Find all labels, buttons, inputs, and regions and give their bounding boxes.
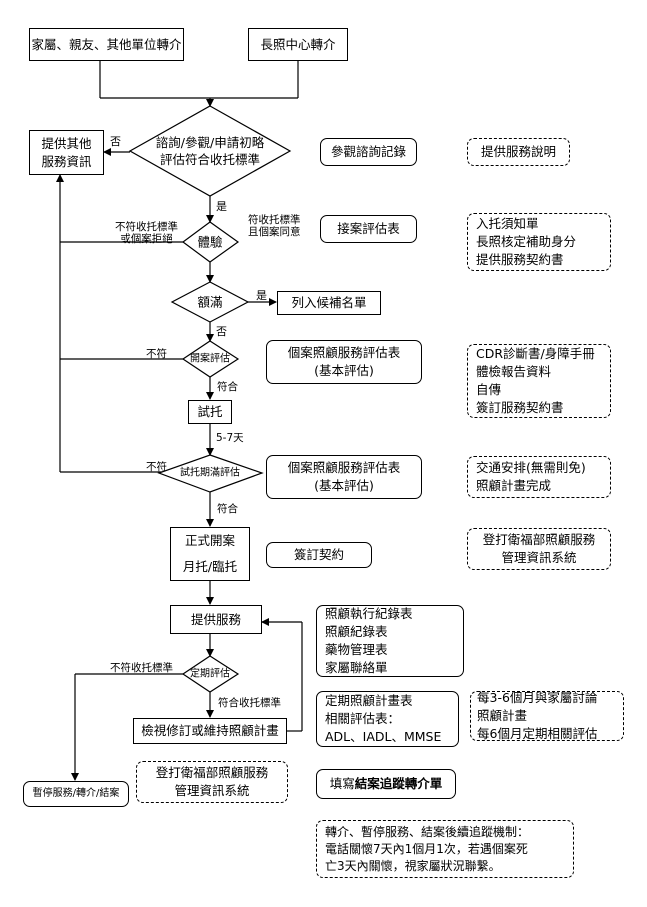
start-center-referral: 長照中心轉介 [248, 28, 348, 61]
periodic-notes: 每3-6個月與家屬討論 照顧計畫 每6個月定期相關評估 [470, 690, 624, 741]
label-fail-trial: 不符 [146, 461, 167, 473]
periodic-plan-forms: 定期照顧計畫表 相關評估表： ADL、IADL、MMSE [316, 691, 459, 747]
label-pass-trial: 符合 [217, 503, 238, 515]
close-tracking-form: 填寫結案追蹤轉介單 [316, 769, 456, 799]
label-yes: 是 [216, 200, 227, 213]
label-trial-days: 5-7天 [216, 432, 244, 444]
register-system-note-1: 登打衛福部照顧服務 管理資訊系統 [467, 528, 611, 570]
trial-box: 試托 [188, 400, 232, 424]
decision-trial-experience: 體驗 [197, 234, 223, 250]
followup-mechanism-note: 轉介、暫停服務、結案後續追蹤機制： 電話關懷7天內1個月1次，若遇個案死 亡3天… [316, 820, 574, 878]
start-family-referral: 家屬、親友、其他單位轉介 [29, 28, 184, 61]
label-eligible-consent: 符收托標準且個案同意 [248, 214, 301, 238]
decision-trial-end-assessment: 試托期滿評估 [180, 467, 240, 479]
label-not-eligible: 不符收托標準或個案拒絕 [115, 221, 178, 245]
visit-record-box: 參觀諮詢記錄 [320, 138, 417, 166]
label-fail-periodic: 不符收托標準 [110, 662, 173, 674]
assessment-form-basic-1: 個案照顧服務評估表(基本評估) [266, 340, 422, 384]
register-system-note-2: 登打衛福部照顧服務 管理資訊系統 [136, 761, 288, 803]
decision-periodic-assessment: 定期評估 [190, 668, 230, 680]
provide-service-box: 提供服務 [170, 605, 262, 634]
documents-notes: CDR診斷書/身障手冊 體檢報告資料 自傳 簽訂服務契約書 [467, 344, 611, 418]
review-care-plan-box: 檢視修訂或維持照顧計畫 [133, 718, 287, 744]
transport-notes: 交通安排(無需則免) 照顧計畫完成 [467, 456, 611, 498]
waitlist-box: 列入候補名單 [277, 291, 381, 315]
other-service-info-box: 提供其他服務資訊 [29, 130, 104, 175]
label-no: 否 [110, 135, 121, 148]
decision-initial-assessment: 諮詢/參觀/申請初略評估符合收托標準 [155, 135, 265, 167]
assessment-form-basic-2: 個案照顧服務評估表(基本評估) [266, 455, 422, 499]
formal-case-opening: 正式開案月托/臨托 [170, 527, 250, 581]
label-pass-opening: 符合 [217, 381, 238, 393]
pause-referral-close-box: 暫停服務/轉介/結案 [23, 781, 129, 807]
sign-contract-box: 簽訂契約 [266, 542, 372, 568]
label-no-full: 否 [216, 325, 227, 338]
intake-notes: 入托須知單 長照核定補助身分 提供服務契約書 [467, 213, 611, 271]
provide-description-note: 提供服務說明 [467, 138, 570, 166]
care-records-list: 照顧執行紀錄表 照顧紀錄表 藥物管理表 家屬聯絡單 [316, 605, 464, 677]
label-pass-periodic: 符合收托標準 [218, 697, 281, 709]
label-fail-opening: 不符 [146, 348, 167, 360]
decision-full-capacity: 額滿 [197, 294, 223, 310]
intake-assessment-form: 接案評估表 [320, 215, 417, 243]
label-yes-full: 是 [256, 289, 267, 302]
decision-case-opening-assessment: 開案評估 [190, 353, 230, 365]
